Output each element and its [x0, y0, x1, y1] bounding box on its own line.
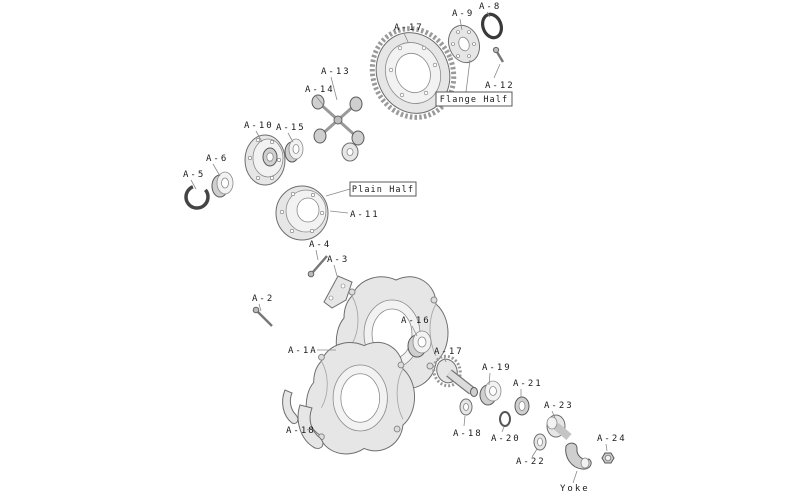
- label-a15: A-15: [276, 123, 306, 133]
- dust-ring-part: [533, 433, 547, 451]
- label-a5: A-5: [183, 170, 205, 180]
- leader-a3: [333, 264, 338, 277]
- bearing-ring-part: [480, 12, 504, 40]
- leader-yoke: [572, 470, 578, 484]
- label-a21: A-21: [513, 379, 543, 389]
- snap-ring-part: [184, 184, 210, 210]
- leader-a13: [330, 76, 338, 101]
- leader-plain-half: [325, 188, 351, 197]
- plain-half-callout: Plain Half: [325, 181, 417, 197]
- label-a17-bottom: A-17: [434, 347, 464, 357]
- flange-half-callout: Flange Half: [435, 59, 513, 107]
- case-flange-part: [244, 134, 286, 186]
- pinion-front-bearing-part: [407, 330, 432, 358]
- leader-a6: [212, 163, 221, 177]
- label-a13: A-13: [321, 67, 351, 77]
- flange-plate-part: [447, 24, 481, 64]
- label-a11: A-11: [350, 210, 380, 220]
- leader-a20: [501, 426, 505, 433]
- lower-assembly: [252, 255, 615, 470]
- label-a8: A-8: [479, 2, 501, 12]
- label-a14: A-14: [305, 85, 335, 95]
- leader-a19: [488, 372, 491, 386]
- leader-a4: [315, 249, 319, 261]
- label-flange-half: Flange Half: [440, 95, 508, 105]
- label-a20: A-20: [491, 434, 521, 444]
- pinion-shaft-bearing-part: [284, 138, 304, 163]
- label-a12: A-12: [485, 81, 515, 91]
- pinion-rear-bearing-part: [479, 380, 502, 406]
- label-a1a: A-1A: [288, 346, 318, 356]
- label-a2: A-2: [252, 294, 274, 304]
- cover-bolt-part: [307, 255, 328, 278]
- oil-seal-part: [514, 396, 530, 416]
- label-a9: A-9: [452, 9, 474, 19]
- leader-a8: [486, 11, 491, 18]
- callouts: A-5 A-6 A-10 A-15 A-14 A-13 A-17 A-9 A-8…: [183, 2, 627, 494]
- leader-a24: [605, 443, 608, 452]
- flange-half-box: [435, 91, 513, 107]
- label-a24: A-24: [597, 434, 627, 444]
- leader-a11: [329, 210, 349, 214]
- flange-bolt-part: [492, 46, 505, 63]
- plain-half-box: [349, 181, 417, 197]
- support-bracket-part: [282, 389, 324, 449]
- companion-flange-part: [546, 414, 572, 441]
- carrier-housing-rear-part: [305, 341, 416, 455]
- label-a6: A-6: [206, 154, 228, 164]
- leader-a15: [287, 132, 294, 143]
- yoke-part: [565, 442, 592, 470]
- upper-assembly: [184, 12, 505, 241]
- label-a16: A-16: [401, 316, 431, 326]
- spacer-ring-part: [499, 411, 511, 427]
- leader-a23: [551, 410, 556, 419]
- leader-a22: [531, 448, 538, 458]
- label-a17-top: A-17: [394, 23, 424, 33]
- label-a23: A-23: [544, 401, 574, 411]
- drive-pinion-part: [432, 354, 478, 397]
- leader-a18-mid: [463, 415, 466, 427]
- leader-a2: [258, 303, 262, 312]
- leader-a18-left: [306, 426, 314, 431]
- leader-flange-half: [465, 59, 471, 93]
- case-plain-half-part: [275, 185, 329, 241]
- carrier-bolt-part: [252, 306, 273, 327]
- label-a22: A-22: [516, 457, 546, 467]
- label-plain-half: Plain Half: [352, 185, 414, 195]
- label-a4: A-4: [309, 240, 331, 250]
- leader-a14: [314, 94, 325, 107]
- leader-a9: [459, 18, 463, 31]
- label-a19: A-19: [482, 363, 512, 373]
- label-a10: A-10: [244, 121, 274, 131]
- leader-a12: [493, 63, 501, 79]
- leader-a16: [411, 325, 418, 337]
- label-a18-left: A-18: [286, 426, 316, 436]
- pinion-nut-part: [601, 452, 615, 464]
- label-a18-mid: A-18: [453, 429, 483, 439]
- leader-a10: [255, 130, 263, 143]
- leader-a5: [190, 179, 197, 190]
- leader-a17-bottom: [443, 356, 447, 363]
- label-a3: A-3: [327, 255, 349, 265]
- pinion-washer-part: [459, 398, 473, 416]
- side-bearing-part: [211, 171, 234, 198]
- spider-gear-set-part: [311, 94, 365, 162]
- leader-a17-top: [403, 32, 409, 43]
- label-yoke: Yoke: [560, 484, 590, 494]
